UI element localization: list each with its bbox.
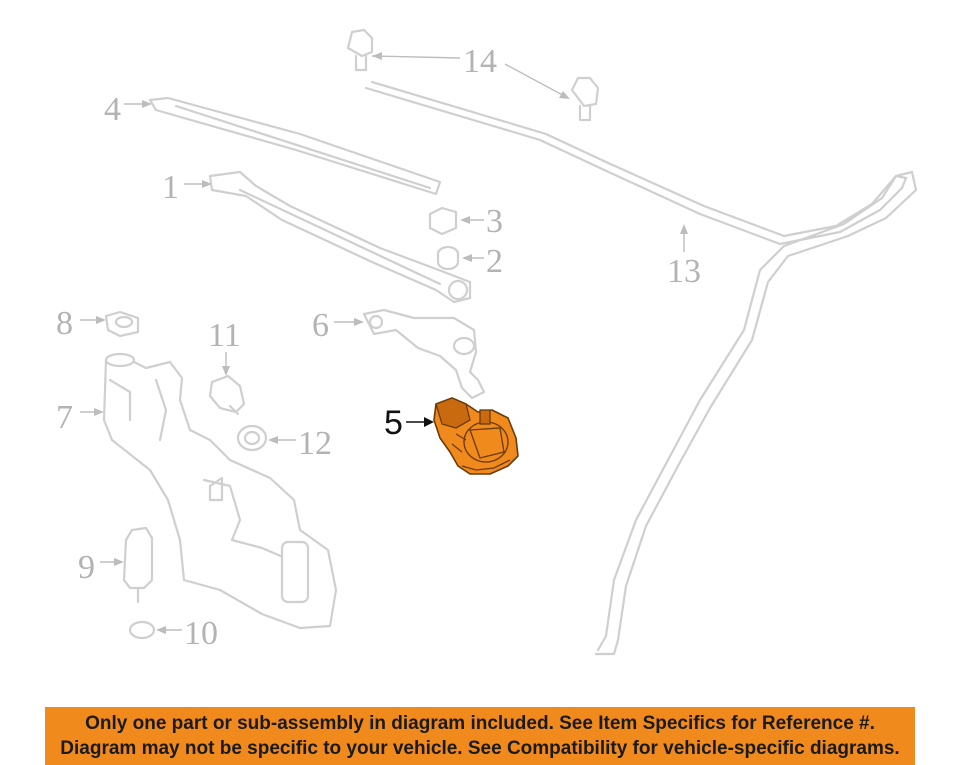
disclaimer-banner: Only one part or sub-assembly in diagram…: [45, 707, 915, 765]
callout-8-label: 8: [56, 305, 73, 342]
disclaimer-line-2: Diagram may not be specific to your vehi…: [60, 738, 900, 759]
part-1-wiper-arm: [184, 170, 472, 304]
callout-7-label: 7: [56, 399, 73, 436]
callout-12-label: 12: [298, 425, 332, 462]
callout-14-label: 14: [463, 43, 497, 80]
part-9-washer-pump: [100, 526, 154, 604]
part-13-washer-hose: [364, 80, 918, 656]
callout-6-label: 6: [312, 307, 329, 344]
parts-diagram: 14 13 4 1 3 2: [56, 28, 918, 656]
part-4-wiper-blade: [124, 96, 442, 196]
callout-10-label: 10: [184, 615, 218, 652]
callout-9-label: 9: [78, 549, 95, 586]
part-14-washer-nozzles: [346, 28, 600, 122]
callout-11-label: 11: [208, 317, 241, 354]
part-11-level-sensor: [208, 352, 246, 416]
part-5-wiper-motor: [406, 397, 519, 475]
callout-2-label: 2: [486, 243, 503, 280]
callout-4-label: 4: [104, 91, 121, 128]
callout-13-label: 13: [667, 253, 701, 290]
part-8-reservoir-cap: [80, 310, 140, 338]
part-2-nut: [436, 245, 484, 271]
disclaimer-line-1: Only one part or sub-assembly in diagram…: [85, 713, 875, 734]
part-3-cap: [428, 206, 484, 236]
part-10-pump-grommet: [128, 620, 182, 640]
part-7-washer-reservoir: [80, 352, 338, 630]
callout-1-label: 1: [162, 169, 179, 206]
callout-5-label: 5: [384, 404, 403, 442]
part-6-wiper-linkage: [334, 308, 486, 400]
part-12-grommet: [236, 424, 296, 452]
callout-3-label: 3: [486, 203, 503, 240]
